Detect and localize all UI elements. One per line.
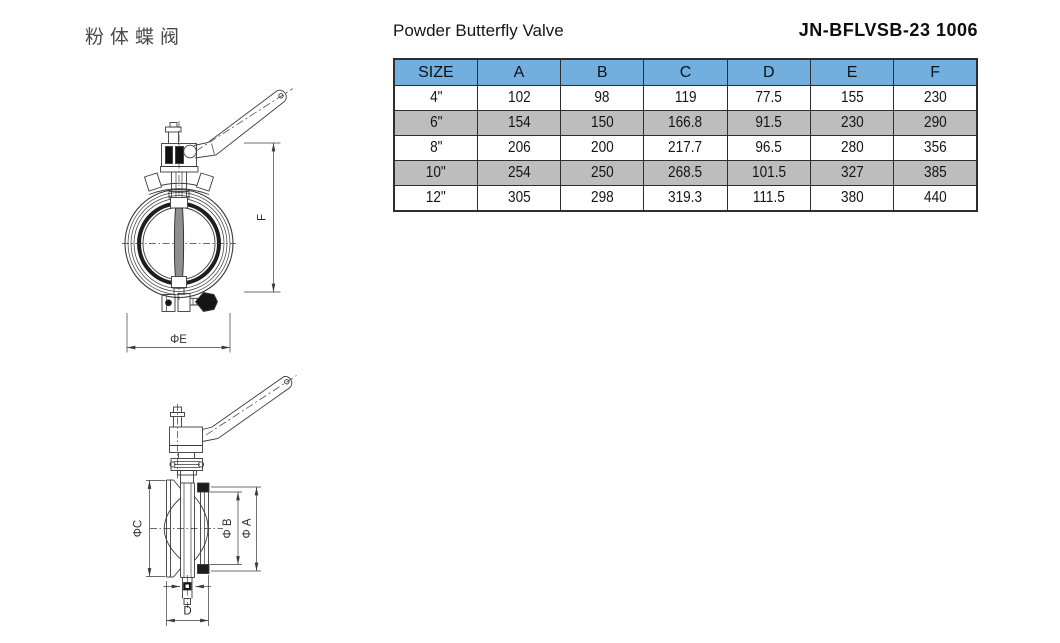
header-cell-b: B [560, 58, 645, 86]
front-view-drawing: F ΦE [122, 88, 294, 353]
page-title-chinese: 粉体蝶阀 [85, 27, 186, 48]
table-cell: 440 [893, 185, 978, 212]
table-cell: 119 [643, 85, 728, 111]
header-cell-f: F [893, 58, 978, 86]
side-dim-phi-b [210, 491, 242, 565]
side-view-drawing: ΦC Φ B Φ A D [133, 375, 297, 626]
table-cell: 380 [809, 185, 895, 212]
side-dim-phi-a [211, 486, 261, 572]
table-cell: 111.5 [726, 185, 811, 212]
dim-label-phi-c: ΦC [133, 520, 145, 537]
table-cell: 230 [893, 85, 978, 111]
table-cell: 385 [893, 160, 978, 186]
table-cell: 6" [393, 110, 478, 136]
table-cell: 298 [560, 185, 645, 212]
front-dim-phi-e [126, 313, 231, 353]
table-cell: 10" [393, 160, 478, 186]
side-actuator-box [169, 426, 203, 453]
table-cell: 250 [560, 160, 645, 186]
table-cell: 150 [560, 110, 645, 136]
table-cell: 101.5 [726, 160, 811, 186]
dim-label-d: D [183, 606, 191, 618]
table-cell: 206 [476, 135, 562, 161]
table-cell: 91.5 [726, 110, 811, 136]
table-cell: 319.3 [643, 185, 728, 212]
side-wing-nut [163, 577, 211, 605]
table-cell: 268.5 [643, 160, 728, 186]
front-mounting-bracket [143, 172, 215, 195]
header-cell-a: A [476, 58, 562, 86]
side-dim-d [166, 575, 209, 626]
header-cell-d: D [726, 58, 811, 86]
side-stem-knob [170, 406, 185, 427]
front-clamp-wing-nut [161, 287, 218, 312]
table-cell: 96.5 [726, 135, 811, 161]
product-title: Powder Butterfly Valve [393, 21, 564, 40]
front-dim-f [244, 142, 281, 293]
side-dim-phi-c [146, 480, 166, 577]
dim-label-phi-b: Φ B [222, 518, 234, 538]
header-cell-size: SIZE [393, 58, 478, 86]
table-cell: 200 [560, 135, 645, 161]
dim-label-phi-e: ΦE [170, 334, 187, 346]
front-actuator-box [160, 143, 199, 173]
side-lever-handle [202, 375, 297, 442]
header-cell-e: E [809, 58, 895, 86]
table-cell: 8" [393, 135, 478, 161]
front-disc [170, 197, 188, 288]
header-cell-c: C [643, 58, 728, 86]
front-lever-handle [193, 88, 294, 159]
front-stem-knob [165, 122, 182, 144]
table-cell: 98 [560, 85, 645, 111]
side-disc [150, 496, 223, 561]
table-cell: 327 [809, 160, 895, 186]
table-cell: 280 [809, 135, 895, 161]
table-cell: 230 [809, 110, 895, 136]
dim-label-f: F [257, 214, 269, 221]
table-cell: 12" [393, 185, 478, 212]
table-cell: 77.5 [726, 85, 811, 111]
table-cell: 4" [393, 85, 478, 111]
model-number: JN-BFLVSB-23 1006 [798, 20, 978, 40]
side-body-spool [180, 482, 195, 578]
table-cell: 102 [476, 85, 562, 111]
table-cell: 290 [893, 110, 978, 136]
table-cell: 254 [476, 160, 562, 186]
table-cell: 356 [893, 135, 978, 161]
table-cell: 305 [476, 185, 562, 212]
table-cell: 217.7 [643, 135, 728, 161]
table-cell: 155 [809, 85, 895, 111]
dim-label-phi-a: Φ A [242, 518, 254, 538]
side-clamp-ferrule [169, 452, 205, 483]
table-cell: 154 [476, 110, 562, 136]
table-cell: 166.8 [643, 110, 728, 136]
